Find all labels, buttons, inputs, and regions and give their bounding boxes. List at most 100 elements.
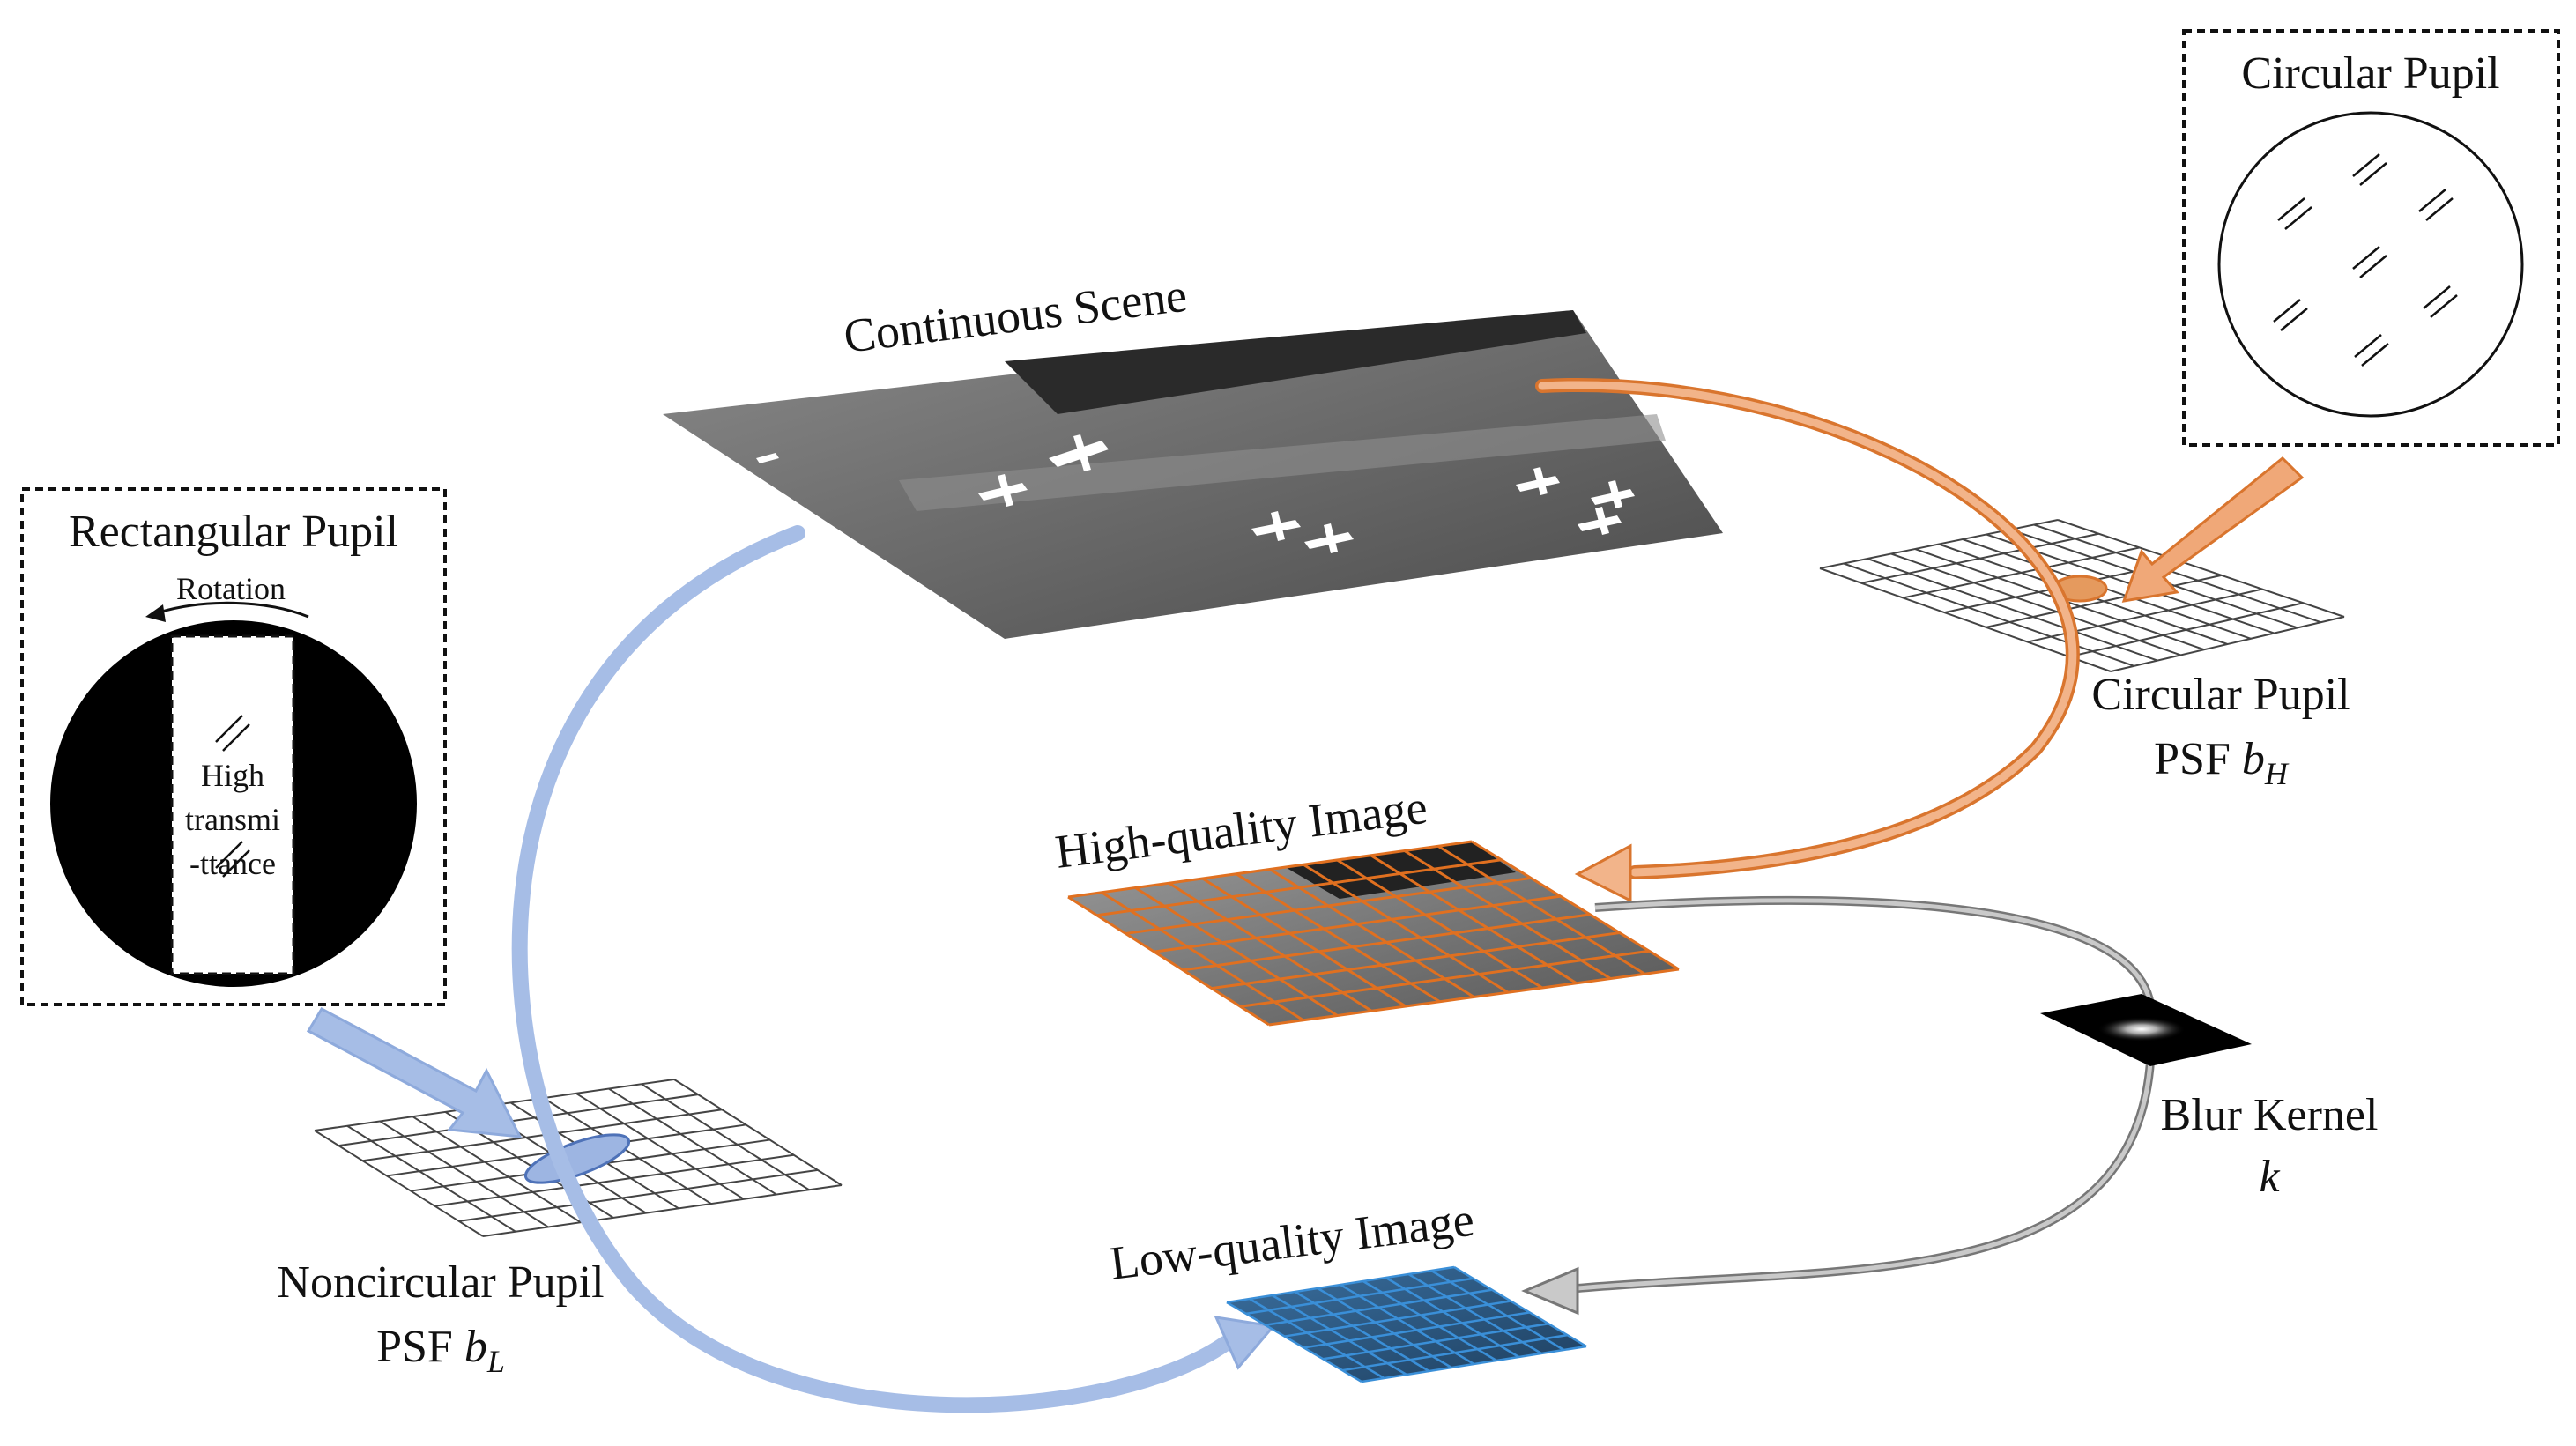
grid-line-vertical — [1407, 1272, 1542, 1355]
grid-line-vertical — [2057, 519, 2345, 618]
grid-line-vertical — [1271, 1294, 1407, 1376]
grid-line-horizontal — [1245, 1277, 1474, 1316]
grid-line-vertical — [1471, 840, 1680, 971]
grid-line-vertical — [641, 1083, 810, 1191]
slit-hatch-marks — [215, 715, 250, 878]
noncircular-psf-label-line2: PSF bL — [376, 1322, 505, 1379]
grid-line-vertical — [1236, 872, 1441, 1004]
grid-line-horizontal — [1211, 931, 1621, 990]
grid-line-vertical — [1430, 1269, 1565, 1352]
circular-pupil-to-psf-arrow — [2121, 456, 2305, 603]
noncircular-psf-label-line1: Noncircular Pupil — [277, 1257, 604, 1308]
grid-line-horizontal — [2110, 616, 2345, 672]
grid-line-vertical — [1294, 1290, 1430, 1373]
grid-line-vertical — [1403, 849, 1612, 980]
grid-line-vertical — [608, 1087, 777, 1196]
grid-line-horizontal — [482, 1184, 843, 1237]
continuous-scene: Continuous Scene — [663, 269, 1723, 639]
grid-line-horizontal — [1067, 840, 1473, 899]
grid-line-vertical — [673, 1079, 843, 1186]
circular-psf-label-line2: PSF bH — [2154, 734, 2290, 791]
grid-line-vertical — [379, 1120, 549, 1228]
grid-line-horizontal — [1361, 1345, 1587, 1383]
blur-kernel-symbol: k — [2259, 1152, 2280, 1202]
grid-line-vertical — [1249, 1297, 1385, 1380]
grid-line-horizontal — [1860, 532, 2099, 584]
rotation-label: Rotation — [176, 571, 286, 606]
grid-line-vertical — [412, 1116, 582, 1224]
scene-aircraft — [756, 434, 1635, 553]
scene-to-low-quality-arrow — [511, 525, 1276, 1413]
scene-dark-band — [1005, 310, 1586, 414]
high-quality-image: High-quality Image — [1052, 781, 1680, 1027]
circular-pupil-circle — [2217, 111, 2524, 418]
scene-to-high-quality-arrow — [1535, 378, 2080, 903]
grid-line-horizontal — [1341, 1333, 1568, 1372]
grid-line-vertical — [1890, 552, 2181, 656]
high-transmittance-label-1: High — [201, 758, 264, 793]
grid-line-vertical — [1336, 858, 1543, 990]
rotation-arrow — [145, 601, 309, 622]
rectangular-pupil-title: Rectangular Pupil — [69, 507, 398, 557]
grid-line-vertical — [1843, 562, 2134, 667]
high-quality-to-kernel-arrow — [1594, 895, 2155, 1005]
grid-line-vertical — [1362, 1279, 1497, 1362]
blur-kernel-glow — [2097, 1017, 2186, 1042]
circular-psf-label-line1: Circular Pupil — [2091, 670, 2350, 720]
grid-line-horizontal — [2068, 602, 2304, 658]
grid-line-horizontal — [1284, 1300, 1511, 1338]
transmittance-hatch-marks — [2273, 153, 2458, 367]
scene-runway — [899, 414, 1666, 511]
noncircular-psf-spot — [523, 1133, 631, 1184]
grid-line-vertical — [1067, 895, 1270, 1027]
grid-line-horizontal — [1240, 949, 1650, 1008]
grid-line-vertical — [346, 1124, 516, 1233]
grid-line-horizontal — [1265, 1288, 1493, 1326]
grid-line-horizontal — [434, 1153, 794, 1207]
high-transmittance-label-3: -ttance — [189, 846, 276, 881]
low-quality-image: Low-quality Image — [1107, 1193, 1587, 1383]
grid-line-vertical — [1317, 1287, 1452, 1369]
high-transmittance-slit — [170, 634, 295, 975]
grid-line-vertical — [543, 1097, 712, 1205]
rectangular-pupil-panel: Rectangular Pupil Rotation High transmi … — [20, 487, 447, 1006]
grid-line-vertical — [2033, 523, 2321, 624]
circular-pupil-panel: Circular Pupil — [2182, 29, 2560, 447]
grid-line-vertical — [1453, 1265, 1587, 1348]
grid-line-vertical — [1201, 877, 1407, 1008]
rectangular-pupil-to-psf-arrow — [306, 1007, 523, 1138]
grid-line-vertical — [1226, 1301, 1362, 1383]
grid-line-horizontal — [1303, 1311, 1530, 1349]
grid-line-horizontal — [1903, 546, 2141, 599]
grid-line-vertical — [1867, 558, 2158, 662]
blur-kernel-label: Blur Kernel — [2161, 1090, 2379, 1140]
grid-line-horizontal — [1986, 574, 2222, 628]
high-quality-grid — [1067, 840, 1680, 1027]
grid-line-vertical — [1437, 844, 1646, 975]
scene-title: Continuous Scene — [841, 269, 1190, 363]
grid-line-vertical — [314, 1130, 484, 1237]
grid-line-vertical — [1819, 567, 2112, 672]
grid-line-vertical — [1269, 868, 1475, 998]
grid-line-horizontal — [1154, 894, 1561, 953]
blur-kernel: Blur Kernel k — [2040, 994, 2378, 1202]
grid-line-horizontal — [338, 1094, 699, 1147]
grid-line-horizontal — [1323, 1323, 1549, 1361]
grid-line-vertical — [575, 1092, 745, 1200]
grid-line-vertical — [1370, 854, 1578, 985]
grid-line-vertical — [1303, 863, 1510, 994]
low-quality-grid — [1226, 1265, 1587, 1383]
grid-line-horizontal — [1226, 1265, 1455, 1304]
grid-line-vertical — [1385, 1276, 1520, 1359]
grid-line-vertical — [1340, 1283, 1475, 1366]
grid-line-horizontal — [1819, 519, 2059, 569]
grid-line-vertical — [1101, 891, 1304, 1022]
kernel-to-low-quality-arrow — [1521, 1061, 2155, 1316]
circular-pupil-title: Circular Pupil — [2241, 48, 2499, 99]
grid-line-vertical — [1168, 881, 1373, 1012]
grid-line-horizontal — [1125, 876, 1532, 935]
grid-line-horizontal — [362, 1109, 723, 1162]
grid-line-horizontal — [458, 1168, 818, 1222]
grid-line-horizontal — [1183, 913, 1591, 972]
